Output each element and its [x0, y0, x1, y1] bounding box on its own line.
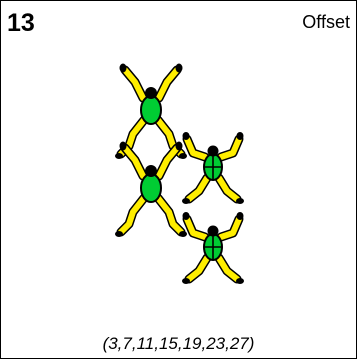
jumper-right-top — [182, 132, 244, 204]
formation-name: Offset — [302, 12, 350, 32]
jumper-right-bottom — [182, 212, 244, 284]
formation-number: 13 — [7, 9, 35, 37]
formation-sequence: (3,7,11,15,19,23,27) — [102, 334, 255, 353]
jumper-left-bottom — [115, 142, 187, 238]
